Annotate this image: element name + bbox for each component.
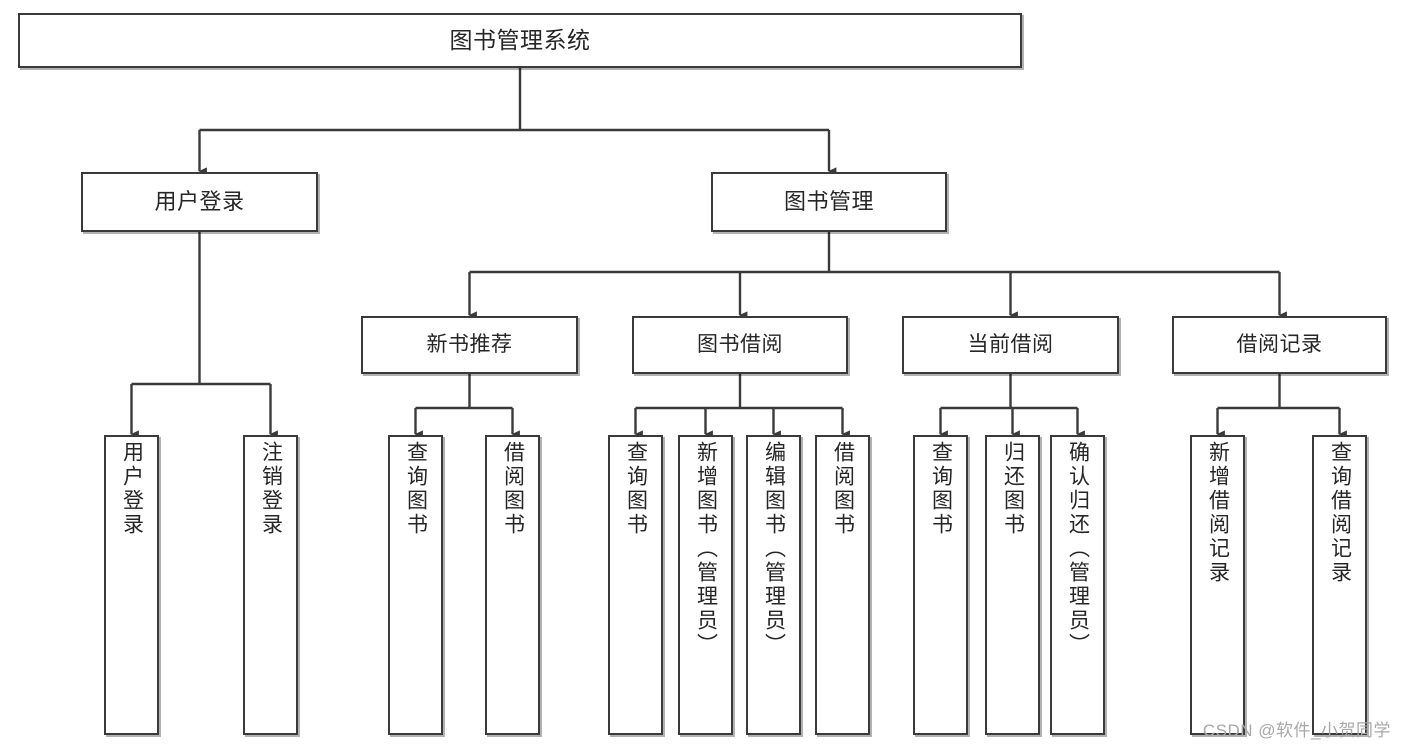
node-label: 确认归还（管理员） [1066,441,1090,657]
node-label: 当前借阅 [967,332,1054,356]
node-leaf-borrow-do[interactable]: 借阅图书 [815,435,870,735]
node-leaf-cur-confirm[interactable]: 确认归还（管理员） [1050,435,1105,735]
watermark-label: CSDN @软件_小贺同学 [1202,721,1391,740]
node-leaf-cur-return[interactable]: 归还图书 [985,435,1040,735]
node-label: 借阅图书 [831,441,855,537]
node-new-book-rec[interactable]: 新书推荐 [361,316,578,374]
node-leaf-cur-query[interactable]: 查询图书 [913,435,968,735]
node-label: 用户登录 [154,189,245,215]
node-book-borrow[interactable]: 图书借阅 [632,316,848,374]
node-leaf-borrow-edit[interactable]: 编辑图书（管理员） [746,435,801,735]
node-leaf-rec-query[interactable]: 查询图书 [388,435,443,735]
node-label: 查询图书 [624,441,648,537]
connector-lines [130,68,1347,438]
node-label: 新书推荐 [426,332,513,356]
node-label: 查询借阅记录 [1328,441,1352,585]
node-current-borrow[interactable]: 当前借阅 [902,316,1119,374]
node-leaf-rec-borrow[interactable]: 借阅图书 [485,435,540,735]
node-label: 图书管理系统 [449,26,591,53]
node-label: 注销登录 [259,441,283,537]
node-label: 查询图书 [929,441,953,537]
node-label: 图书管理 [783,189,874,215]
node-borrow-record[interactable]: 借阅记录 [1172,316,1387,374]
node-label: 借阅记录 [1236,332,1323,356]
node-leaf-borrow-add[interactable]: 新增图书（管理员） [678,435,733,735]
node-root[interactable]: 图书管理系统 [18,13,1022,68]
node-label: 图书借阅 [697,332,783,356]
node-label: 借阅图书 [501,441,525,537]
node-user-login[interactable]: 用户登录 [81,172,318,232]
node-leaf-borrow-query[interactable]: 查询图书 [608,435,663,735]
node-leaf-user-login[interactable]: 用户登录 [104,435,159,735]
node-leaf-rec-search[interactable]: 查询借阅记录 [1312,435,1367,735]
node-book-manage[interactable]: 图书管理 [711,172,947,232]
node-label: 查询图书 [404,441,428,537]
node-label: 新增图书（管理员） [694,441,718,657]
node-label: 新增借阅记录 [1206,441,1230,585]
node-label: 归还图书 [1001,441,1025,537]
node-label: 用户登录 [120,441,144,537]
node-leaf-rec-add[interactable]: 新增借阅记录 [1190,435,1245,735]
node-leaf-user-logout[interactable]: 注销登录 [243,435,298,735]
node-label: 编辑图书（管理员） [762,441,786,657]
